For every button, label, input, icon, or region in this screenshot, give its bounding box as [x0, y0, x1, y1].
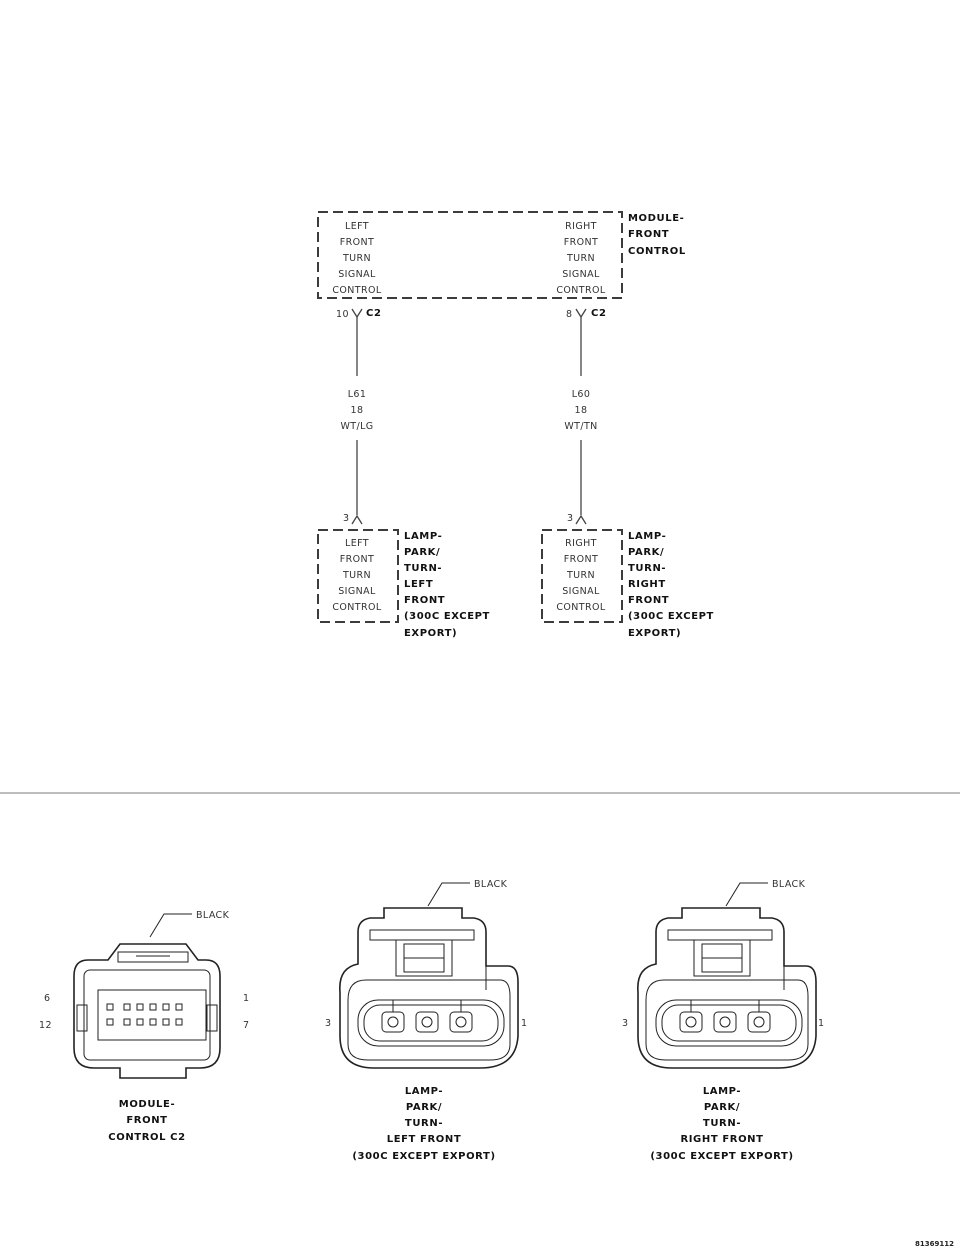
lamp-left-title-3: TURN- — [404, 563, 442, 574]
lamp-right-conn-caption-5: (300C EXCEPT EXPORT) — [650, 1151, 793, 1162]
module-left-line-4: SIGNAL — [338, 269, 376, 280]
lamp-left-conn-caption-3: TURN- — [405, 1118, 443, 1129]
lamp-right-conn-caption-4: RIGHT FRONT — [680, 1134, 763, 1145]
lamp-right-title-2: PARK/ — [628, 547, 664, 558]
lamp-left-title-4: LEFT — [404, 579, 433, 590]
lamp-right-conn-caption-1: LAMP- — [703, 1086, 741, 1097]
lamp-left-title-7: EXPORT) — [404, 628, 457, 639]
wire-color-left: WT/LG — [340, 421, 373, 432]
lamp-right-conn-caption-3: TURN- — [703, 1118, 741, 1129]
wire-left: 10 C2 L61 18 WT/LG 3 — [336, 308, 382, 525]
module-left-line-3: TURN — [342, 253, 371, 264]
lamp-right-conn-color-label: BLACK — [772, 879, 806, 890]
module-left-line-1: LEFT — [345, 221, 369, 232]
lamp-left-title-2: PARK/ — [404, 547, 440, 558]
lamp-left-title-5: FRONT — [404, 595, 445, 606]
lamp-left-conn-pin-1: 1 — [521, 1018, 527, 1029]
lamp-left-inner-3: TURN — [342, 570, 371, 581]
lamp-pin-fork-left — [351, 514, 363, 525]
lamp-left-title-6: (300C EXCEPT — [404, 611, 490, 622]
lamp-left-conn-caption-1: LAMP- — [405, 1086, 443, 1097]
connector-lamp-right: BLACK 3 1 LAMP- PARK/ TURN- RIGHT FRONT … — [622, 879, 824, 1162]
lamp-left-conn-pin-3: 3 — [325, 1018, 331, 1029]
module-right-line-5: CONTROL — [556, 285, 605, 296]
lamp-left-title-1: LAMP- — [404, 531, 442, 542]
lamp-right-inner-5: CONTROL — [556, 602, 605, 613]
module-left-line-2: FRONT — [340, 237, 374, 248]
module-c2-pin-1: 1 — [243, 993, 249, 1004]
lamp-pin-left: 3 — [343, 513, 349, 524]
lamp-right-inner-2: FRONT — [564, 554, 598, 565]
connector-module-c2: BLACK 6 12 1 7 MODULE- FRONT CON — [39, 910, 249, 1143]
lamp-left-conn-caption-5: (300C EXCEPT EXPORT) — [352, 1151, 495, 1162]
lamp-left-inner-5: CONTROL — [332, 602, 381, 613]
lamp-right-conn-pin-3: 3 — [622, 1018, 628, 1029]
lamp-left-inner-2: FRONT — [340, 554, 374, 565]
figure-id: 81369112 — [915, 1240, 954, 1248]
module-right-line-4: SIGNAL — [562, 269, 600, 280]
module-title-2: FRONT — [628, 229, 669, 240]
connector-label-left: C2 — [366, 308, 382, 319]
module-c2-color-label: BLACK — [196, 910, 230, 921]
lamp-right-box: RIGHT FRONT TURN SIGNAL CONTROL LAMP- PA… — [541, 529, 714, 639]
module-right-line-3: TURN — [566, 253, 595, 264]
wire-color-right: WT/TN — [564, 421, 597, 432]
lamp-right-title-4: RIGHT — [628, 579, 666, 590]
lamp-right-title-3: TURN- — [628, 563, 666, 574]
module-left-line-5: CONTROL — [332, 285, 381, 296]
lamp-pin-right: 3 — [567, 513, 573, 524]
lamp-right-title-5: FRONT — [628, 595, 669, 606]
module-right-line-1: RIGHT — [565, 221, 597, 232]
lamp-left-box: LEFT FRONT TURN SIGNAL CONTROL LAMP- PAR… — [317, 529, 490, 639]
lamp-right-inner-4: SIGNAL — [562, 586, 600, 597]
wire-code-left: L61 — [348, 389, 367, 400]
connector-lamp-left: BLACK 3 1 LAMP- PARK/ TURN- LEFT FRONT (… — [325, 879, 527, 1162]
module-c2-caption-2: FRONT — [126, 1115, 167, 1126]
module-c2-pin-12: 12 — [39, 1020, 52, 1031]
module-pin-left: 10 — [336, 309, 349, 320]
module-c2-caption-3: CONTROL C2 — [108, 1132, 185, 1143]
lamp-pin-fork-right — [575, 514, 587, 525]
lamp-left-inner-1: LEFT — [345, 538, 369, 549]
lamp-right-title-6: (300C EXCEPT — [628, 611, 714, 622]
lamp-left-conn-caption-2: PARK/ — [406, 1102, 442, 1113]
module-title-1: MODULE- — [628, 213, 684, 224]
module-title-3: CONTROL — [628, 246, 686, 257]
lamp-right-conn-caption-2: PARK/ — [704, 1102, 740, 1113]
module-front-control-box: LEFT FRONT TURN SIGNAL CONTROL RIGHT FRO… — [317, 211, 686, 299]
module-pin-fork-right — [575, 308, 587, 319]
lamp-left-inner-4: SIGNAL — [338, 586, 376, 597]
lamp-right-title-1: LAMP- — [628, 531, 666, 542]
lamp-right-title-7: EXPORT) — [628, 628, 681, 639]
lamp-left-conn-caption-4: LEFT FRONT — [387, 1134, 462, 1145]
module-c2-pin-6: 6 — [44, 993, 50, 1004]
wire-right: 8 C2 L60 18 WT/TN 3 — [564, 308, 607, 525]
module-pin-fork-left — [351, 308, 363, 319]
lamp-right-inner-1: RIGHT — [565, 538, 597, 549]
lamp-right-conn-pin-1: 1 — [818, 1018, 824, 1029]
connector-label-right: C2 — [591, 308, 607, 319]
module-right-line-2: FRONT — [564, 237, 598, 248]
module-c2-caption-1: MODULE- — [119, 1099, 175, 1110]
wire-code-right: L60 — [572, 389, 591, 400]
wire-gauge-left: 18 — [351, 405, 364, 416]
module-c2-pin-7: 7 — [243, 1020, 249, 1031]
lamp-right-inner-3: TURN — [566, 570, 595, 581]
wire-gauge-right: 18 — [575, 405, 588, 416]
lamp-left-conn-color-label: BLACK — [474, 879, 508, 890]
module-pin-right: 8 — [566, 309, 572, 320]
